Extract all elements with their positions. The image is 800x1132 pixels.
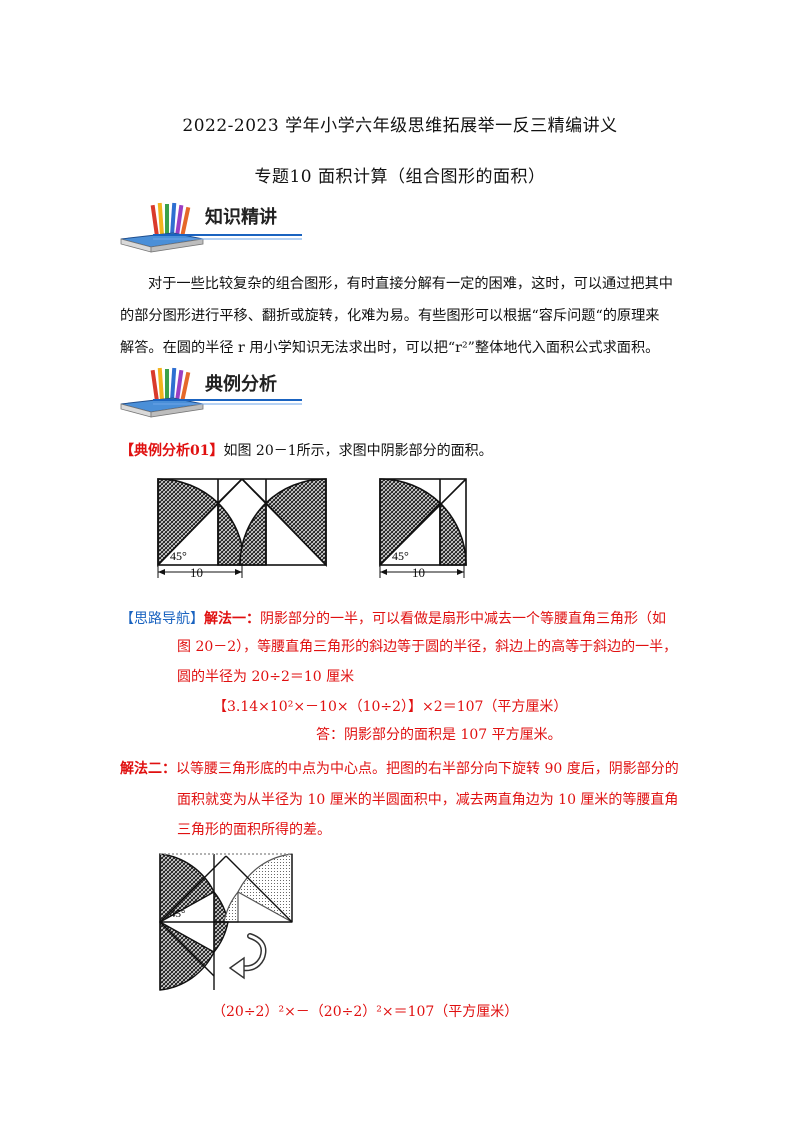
figure-2-length-label: 10 [412, 565, 425, 580]
books-icon [120, 367, 302, 418]
knowledge-paragraph: 对于一些比较复杂的组合图形，有时直接分解有一定的困难，这时，可以通过把其中 的部… [120, 268, 680, 364]
method-2-line-2: 面积就变为从半径为 10 厘米的半圆面积中，减去两直角边为 10 厘米的等腰直角 [177, 792, 679, 808]
method-1-answer: 答：阴影部分的面积是 107 平方厘米。 [316, 727, 562, 743]
rotation-figure: 45° [159, 853, 293, 991]
method-1-line-2: 图 20－2），等腰直角三角形的斜边等于圆的半径，斜边上的高等于斜边的一半， [177, 639, 678, 655]
books-icon [120, 202, 302, 253]
rotation-angle-label: 45° [170, 908, 185, 920]
document-title: 2022-2023 学年小学六年级思维拓展举一反三精编讲义 [182, 116, 618, 136]
section-title-examples: 典例分析 [205, 374, 277, 395]
figure-20-2: 45° 10 [379, 478, 467, 580]
method-1-line-1: 阴影部分的一半，可以看做是扇形中减去一个等腰直角三角形（如 [260, 611, 666, 627]
method-2-line-3: 三角形的面积所得的差。 [177, 822, 331, 838]
method-1-line-3: 圆的半径为 20÷2＝10 厘米 [177, 669, 355, 685]
figure-20-1: 45° 10 [157, 478, 327, 580]
method-2-line-1: 以等腰三角形底的中点为中心点。把图的右半部分向下旋转 90 度后，阴影部分的 [176, 761, 679, 777]
knowledge-line-1: 对于一些比较复杂的组合图形，有时直接分解有一定的困难，这时，可以通过把其中 [148, 276, 673, 292]
solution-method-1-first-line: 【思路导航】解法一：阴影部分的一半，可以看做是扇形中减去一个等腰直角三角形（如 [120, 604, 690, 634]
section-header-knowledge: 知识精讲 [117, 195, 307, 265]
example-01-text: 如图 20－1所示，求图中阴影部分的面积。 [223, 443, 493, 459]
figure-1-angle-label: 45° [170, 549, 187, 563]
method-1-formula: 【3.14×10²×－10×（10÷2）】×2＝107（平方厘米） [213, 699, 568, 715]
knowledge-line-3: 解答。在圆的半径 r 用小学知识无法求出时，可以把“r²”整体地代入面积公式求面… [120, 340, 660, 356]
method-2-formula: （20÷2）²×－（20÷2）²×＝107（平方厘米） [212, 1004, 519, 1020]
document-subtitle: 专题10 面积计算（组合图形的面积） [254, 167, 546, 187]
method-2-label: 解法二： [120, 761, 176, 777]
figure-1-length-label: 10 [190, 565, 203, 580]
rotate-arrow-icon [228, 956, 245, 980]
example-01-tag: 【典例分析01】 [120, 443, 224, 459]
method-2-first-line: 解法二：以等腰三角形底的中点为中心点。把图的右半部分向下旋转 90 度后，阴影部… [120, 754, 700, 784]
figure-2-angle-label: 45° [392, 549, 409, 563]
section-title-knowledge: 知识精讲 [205, 207, 277, 228]
example-01-heading: 【典例分析01】如图 20－1所示，求图中阴影部分的面积。 [120, 436, 720, 466]
method-1-label: 解法一： [204, 611, 260, 627]
solution-tag: 【思路导航】 [120, 611, 204, 627]
knowledge-line-2: 的部分图形进行平移、翻折或旋转，化难为易。有些图形可以根据“容斥问题“的原理来 [120, 308, 660, 324]
section-header-examples: 典例分析 [117, 360, 307, 430]
